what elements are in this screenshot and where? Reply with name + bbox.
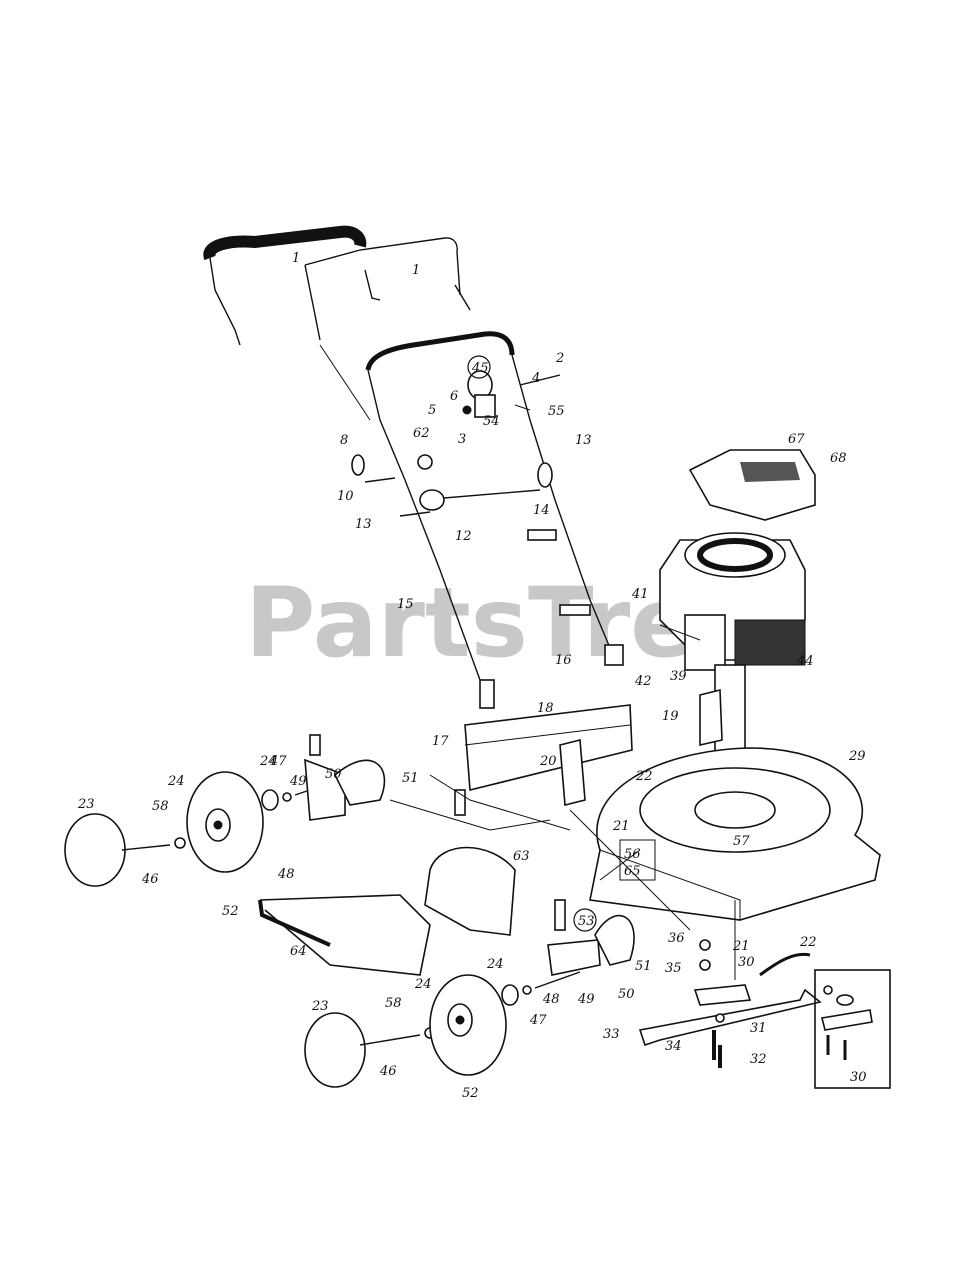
callout-23b: 23	[311, 999, 329, 1014]
callout-45-circle	[467, 355, 491, 379]
callout-4: 4	[531, 371, 540, 386]
callout-8: 8	[340, 433, 348, 448]
callout-21b: 21	[732, 939, 750, 954]
callout-67: 67	[788, 432, 805, 447]
callout-64: 64	[290, 944, 307, 959]
callout-45: 45	[471, 361, 489, 376]
callout-47a: 47	[269, 754, 287, 769]
deck	[589, 747, 881, 921]
callout-16: 16	[555, 653, 572, 668]
inset-box	[814, 969, 891, 1089]
callout-48a: 48	[277, 867, 295, 882]
callout-54: 54	[483, 414, 500, 429]
callout-62: 62	[413, 426, 430, 441]
callouts: 1 1 2 3 4 5 6 8 10 12 13 13 14 15 16 17 …	[77, 251, 867, 1101]
blade-assembly	[638, 939, 822, 1068]
callout-24d: 24	[486, 957, 504, 972]
rear-wheel-assembly	[64, 734, 386, 887]
callout-35: 35	[665, 961, 682, 976]
callout-65: 65	[624, 864, 641, 879]
callout-24c: 24	[414, 977, 432, 992]
front-wheel-assembly	[304, 899, 635, 1088]
callout-13a: 13	[355, 517, 372, 532]
callout-53: 53	[578, 914, 595, 929]
callout-18: 18	[537, 701, 554, 716]
callout-58a: 58	[152, 799, 169, 814]
upper-handle-grip	[203, 225, 367, 346]
callout-56: 56	[624, 847, 641, 862]
engine-cover	[688, 449, 816, 521]
discharge-chute	[424, 846, 516, 936]
callout-1b: 1	[412, 263, 420, 278]
callout-52a: 52	[222, 904, 239, 919]
callout-42: 42	[634, 674, 652, 689]
callout-24b: 24	[259, 754, 277, 769]
callout-47b: 47	[529, 1013, 547, 1028]
callout-34: 34	[665, 1039, 682, 1054]
callout-1a: 1	[292, 251, 300, 266]
callout-36: 36	[668, 931, 685, 946]
grass-bag	[258, 894, 431, 976]
callout-51a: 51	[402, 771, 419, 786]
callout-46b: 46	[379, 1064, 397, 1079]
callout-5: 5	[428, 403, 436, 418]
callout-50a: 50	[325, 767, 342, 782]
bracket-19	[699, 688, 723, 747]
callout-32: 32	[750, 1052, 767, 1067]
callout-20: 20	[539, 754, 557, 769]
callout-48b: 48	[542, 992, 560, 1007]
callout-33: 33	[603, 1027, 620, 1042]
upper-handle-frame	[304, 237, 471, 341]
callout-44: 44	[796, 654, 814, 669]
callout-19: 19	[662, 709, 679, 724]
bracket-20	[559, 738, 586, 807]
callout-31: 31	[750, 1021, 767, 1036]
callout-53-circle	[573, 908, 597, 932]
callout-10: 10	[337, 489, 354, 504]
callout-49b: 49	[577, 992, 595, 1007]
callout-52b: 52	[462, 1086, 479, 1101]
leader-lines	[319, 344, 736, 980]
callout-29: 29	[848, 749, 866, 764]
callout-6: 6	[450, 389, 458, 404]
callout-39: 39	[670, 669, 687, 684]
lower-handle	[365, 331, 624, 709]
callout-13b: 13	[575, 433, 592, 448]
handle-hardware	[351, 370, 591, 616]
callout-58b: 58	[385, 996, 402, 1011]
rear-baffle	[454, 704, 633, 816]
callout-68: 68	[830, 451, 847, 466]
callout-14: 14	[533, 503, 550, 518]
callout-17: 17	[432, 734, 449, 749]
callout-21a: 21	[612, 819, 630, 834]
callout-30b: 30	[850, 1070, 867, 1085]
callout-12: 12	[455, 529, 472, 544]
callout-30a: 30	[738, 955, 755, 970]
callout-49a: 49	[289, 774, 307, 789]
callout-22b: 22	[799, 935, 817, 950]
callout-46a: 46	[141, 872, 159, 887]
callout-41: 41	[631, 587, 649, 602]
callout-57: 57	[733, 834, 750, 849]
callout-22a: 22	[635, 769, 653, 784]
callout-55: 55	[548, 404, 565, 419]
callout-50b: 50	[618, 987, 635, 1002]
callout-15: 15	[397, 597, 414, 612]
callout-51b: 51	[635, 959, 652, 974]
callout-24a: 24	[167, 774, 185, 789]
callout-2: 2	[555, 351, 564, 366]
callout-3: 3	[458, 432, 466, 447]
callout-63: 63	[513, 849, 530, 864]
callout-23a: 23	[77, 797, 95, 812]
